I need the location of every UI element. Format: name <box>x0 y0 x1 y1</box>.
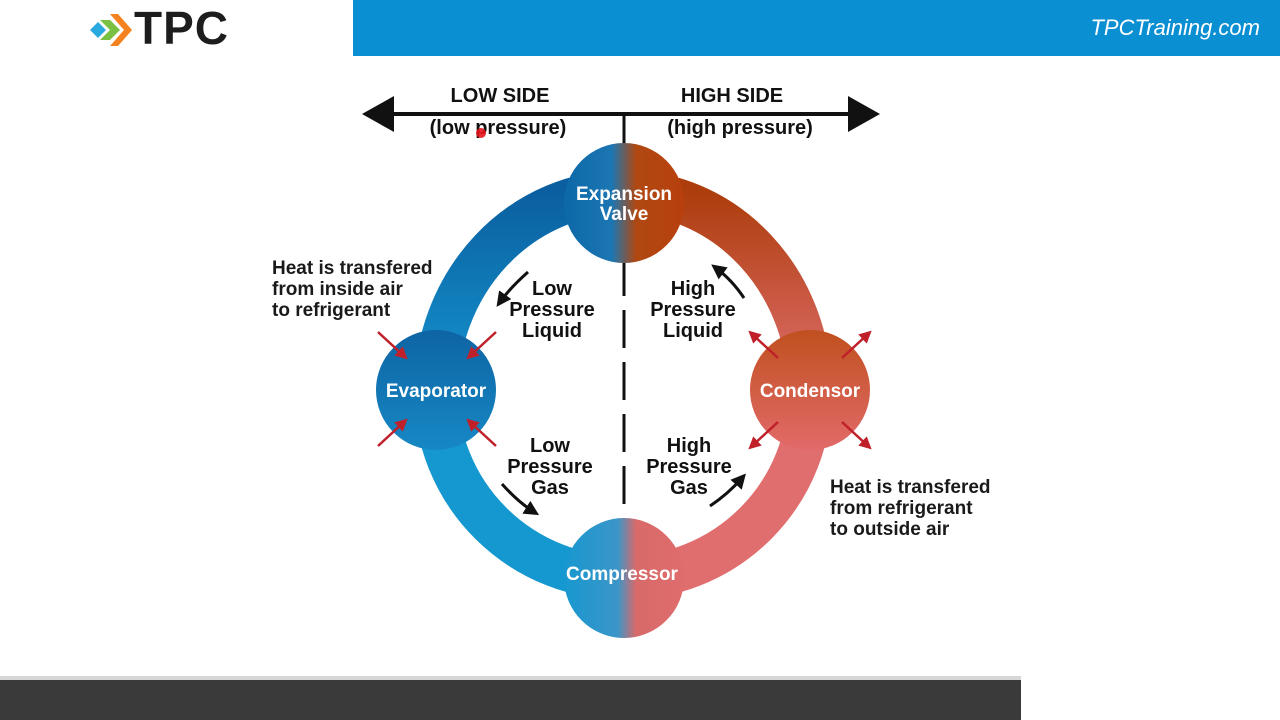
svg-text:High: High <box>667 435 711 457</box>
evaporator-label: Evaporator <box>386 381 487 402</box>
svg-text:Gas: Gas <box>670 477 708 499</box>
svg-text:from inside air: from inside air <box>272 279 404 300</box>
expansion-valve-label-line2: Valve <box>600 204 649 225</box>
node-compressor: Compressor <box>564 518 684 638</box>
svg-text:Heat is transfered: Heat is transfered <box>272 258 433 279</box>
compressor-label: Compressor <box>566 564 679 585</box>
svg-text:Heat is transfered: Heat is transfered <box>830 477 991 498</box>
flow-arrow-icon <box>496 270 529 307</box>
flow-arrow-icon <box>711 264 746 299</box>
flow-high-pressure-gas: High Pressure Gas <box>646 435 746 508</box>
logo-area: TPC <box>0 0 353 56</box>
flow-high-pressure-liquid: High Pressure Liquid <box>650 264 746 342</box>
svg-text:Pressure: Pressure <box>509 299 595 321</box>
svg-text:from refrigerant: from refrigerant <box>830 498 973 519</box>
flow-low-pressure-liquid: Low Pressure Liquid <box>496 270 595 342</box>
heat-in-arrow-icon <box>377 331 408 360</box>
svg-text:Liquid: Liquid <box>522 320 582 342</box>
low-side-title: LOW SIDE <box>451 85 550 107</box>
svg-text:to refrigerant: to refrigerant <box>272 300 391 321</box>
condensor-label: Condensor <box>760 381 861 402</box>
svg-text:Gas: Gas <box>531 477 569 499</box>
svg-text:Pressure: Pressure <box>507 456 593 478</box>
high-side-subtitle: (high pressure) <box>667 117 813 139</box>
evaporator-note: Heat is transfered from inside air to re… <box>272 258 433 321</box>
left-arrowhead-icon <box>362 96 394 132</box>
svg-text:Pressure: Pressure <box>650 299 736 321</box>
cursor-pointer-icon <box>476 128 486 138</box>
heat-out-arrow-icon <box>841 421 872 450</box>
heat-in-arrow-icon <box>466 331 497 360</box>
flow-arrow-icon <box>709 473 746 508</box>
svg-text:to outside air: to outside air <box>830 519 950 540</box>
node-condensor: Condensor <box>750 330 870 450</box>
flow-low-pressure-gas: Low Pressure Gas <box>500 435 593 516</box>
bottom-bar-edge <box>0 676 1021 680</box>
high-side-title: HIGH SIDE <box>681 85 783 107</box>
right-arrowhead-icon <box>848 96 880 132</box>
expansion-valve-label-line1: Expansion <box>576 184 672 205</box>
header-bar: TPCTraining.com <box>353 0 1280 56</box>
flow-arrow-icon <box>500 483 540 516</box>
node-expansion-valve: Expansion Valve <box>564 143 684 263</box>
svg-text:Low: Low <box>532 278 572 300</box>
pressure-axis <box>362 96 880 145</box>
tpc-logo-icon <box>90 14 132 46</box>
condensor-note: Heat is transfered from refrigerant to o… <box>830 477 991 540</box>
logo-text: TPC <box>134 2 229 54</box>
heat-out-arrow-icon <box>841 330 872 359</box>
heat-out-arrow-icon <box>748 421 779 450</box>
svg-text:Low: Low <box>530 435 570 457</box>
svg-text:Liquid: Liquid <box>663 320 723 342</box>
heat-in-arrow-icon <box>377 418 408 447</box>
site-link[interactable]: TPCTraining.com <box>1090 15 1260 40</box>
low-side-subtitle: (low pressure) <box>430 117 567 139</box>
heat-out-arrow-icon <box>748 330 779 359</box>
condensor-heat-arrows <box>748 330 872 450</box>
svg-text:High: High <box>671 278 715 300</box>
heat-in-arrow-icon <box>466 418 497 447</box>
svg-text:Pressure: Pressure <box>646 456 732 478</box>
bottom-bar <box>0 680 1021 720</box>
evaporator-heat-arrows <box>377 331 497 447</box>
